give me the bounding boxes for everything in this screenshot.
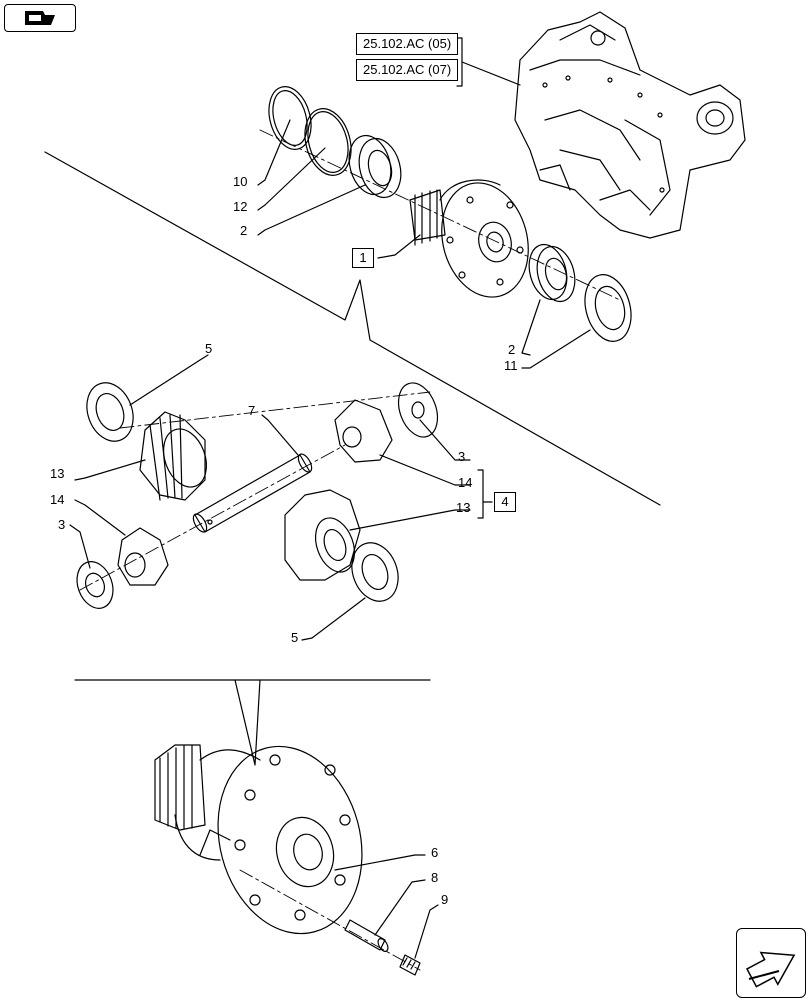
callout-2: 2 [240,223,248,238]
shaft [192,453,313,533]
callout-1: 1 [352,248,374,268]
snap-ring [268,86,312,150]
lock-pin [344,919,389,952]
housing [514,11,746,239]
callout-13: 13 [456,500,471,515]
reference-label[interactable]: 25.102.AC (07) [356,59,459,81]
callout-11: 11 [504,358,518,373]
toothed-washer [584,274,632,342]
callout-6: 6 [431,845,439,860]
next-page-arrow-icon[interactable] [736,928,806,998]
callout-3: 3 [58,517,66,532]
callout-14: 14 [458,475,473,490]
bearing [348,134,402,199]
callout-4: 4 [494,492,516,512]
bearing-right [528,243,576,303]
callout-14: 14 [50,492,65,507]
callout-13: 13 [50,466,65,481]
callout-8: 8 [431,870,439,885]
callout-2: 2 [508,342,516,357]
reference-label[interactable]: 25.102.AC (05) [356,33,459,55]
side-gear-right [284,489,361,581]
callout-5: 5 [205,341,213,356]
thrust-washer [86,382,134,442]
callout-3: 3 [458,449,466,464]
callout-7: 7 [248,403,256,418]
callout-5: 5 [291,630,299,645]
callout-10: 10 [233,174,248,189]
differential-case [154,744,363,935]
pinion-gear [334,399,393,463]
callout-12: 12 [233,199,248,214]
side-gear [139,411,208,501]
pinion-gear-left [117,527,169,586]
set-screw [399,954,421,976]
washer-left [76,561,114,609]
o-ring [304,108,352,176]
differential-assembly [409,179,529,298]
thrust-washer-small [397,382,439,438]
thrust-washer-right [351,542,399,602]
book-navigation-icon[interactable] [4,4,76,32]
callout-9: 9 [441,892,449,907]
